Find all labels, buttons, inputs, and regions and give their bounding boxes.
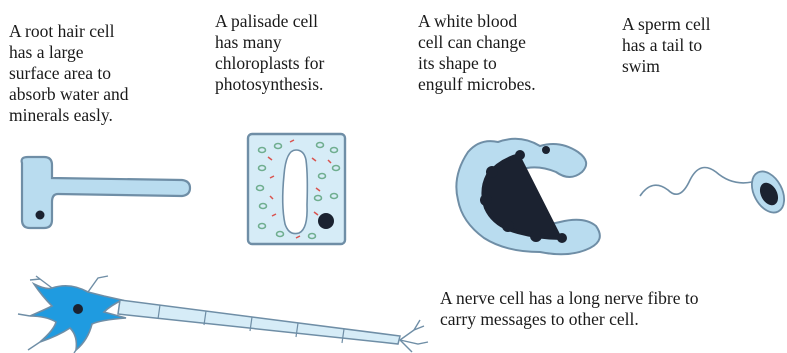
palisade-vacuole: [283, 150, 308, 234]
root-hair-cell-illustration: [22, 157, 190, 228]
root-hair-nucleus: [36, 211, 45, 220]
nerve-cell-body: [30, 284, 126, 350]
sperm-cell-illustration: [640, 166, 787, 218]
sperm-tail: [640, 168, 752, 197]
nerve-cell-nucleus: [73, 304, 83, 314]
white-blood-cell-illustration: [456, 139, 599, 254]
palisade-nucleus: [318, 213, 334, 229]
nerve-cell-illustration: [18, 276, 428, 353]
axon-terminals: [400, 320, 428, 352]
root-hair-cell-body: [22, 157, 190, 228]
palisade-cell-illustration: [248, 134, 345, 244]
